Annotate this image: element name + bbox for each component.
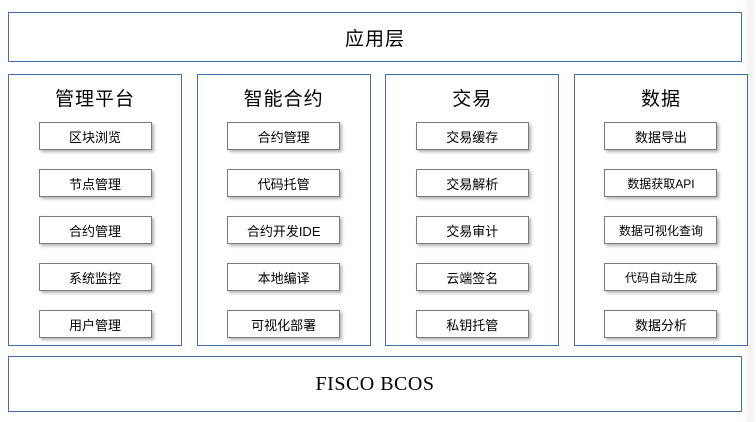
column-title: 管理平台	[54, 89, 135, 110]
column-item-list: 交易缓存 交易解析 交易审计 云端签名 私钥托管	[386, 122, 558, 338]
module-box[interactable]: 交易解析	[415, 169, 529, 197]
module-box[interactable]: 合约管理	[38, 216, 152, 244]
module-box[interactable]: 本地编译	[227, 263, 341, 291]
module-box[interactable]: 私钥托管	[415, 310, 529, 338]
column-smart-contract: 智能合约 合约管理 代码托管 合约开发IDE 本地编译 可视化部署	[196, 74, 371, 346]
column-title: 智能合约	[243, 89, 324, 110]
fisco-bcos-band: FISCO BCOS	[8, 356, 742, 412]
column-title: 交易	[452, 89, 493, 110]
module-box[interactable]: 数据导出	[604, 122, 718, 150]
module-box[interactable]: 合约开发IDE	[227, 216, 341, 244]
module-box[interactable]: 系统监控	[38, 263, 152, 291]
module-box[interactable]: 交易审计	[415, 216, 529, 244]
module-box[interactable]: 代码托管	[227, 169, 341, 197]
column-transaction: 交易 交易缓存 交易解析 交易审计 云端签名 私钥托管	[385, 74, 560, 346]
module-columns: 管理平台 区块浏览 节点管理 合约管理 系统监控 用户管理 智能合约 合约管理 …	[8, 74, 748, 346]
module-box[interactable]: 交易缓存	[415, 122, 529, 150]
module-box[interactable]: 云端签名	[415, 263, 529, 291]
module-box[interactable]: 数据可视化查询	[604, 216, 718, 244]
column-management-platform: 管理平台 区块浏览 节点管理 合约管理 系统监控 用户管理	[8, 74, 182, 346]
fisco-bcos-label: FISCO BCOS	[315, 372, 435, 395]
module-box[interactable]: 区块浏览	[38, 122, 152, 150]
module-box[interactable]: 数据分析	[604, 310, 718, 338]
column-title: 数据	[640, 89, 681, 110]
module-box[interactable]: 用户管理	[38, 310, 152, 338]
module-box[interactable]: 可视化部署	[227, 310, 341, 338]
module-box[interactable]: 代码自动生成	[604, 263, 718, 291]
column-item-list: 合约管理 代码托管 合约开发IDE 本地编译 可视化部署	[198, 122, 370, 338]
application-layer-label: 应用层	[344, 28, 405, 50]
column-item-list: 数据导出 数据获取API 数据可视化查询 代码自动生成 数据分析	[575, 122, 747, 338]
module-box[interactable]: 合约管理	[227, 122, 341, 150]
column-data: 数据 数据导出 数据获取API 数据可视化查询 代码自动生成 数据分析	[573, 74, 748, 346]
column-item-list: 区块浏览 节点管理 合约管理 系统监控 用户管理	[9, 122, 181, 338]
module-box[interactable]: 节点管理	[38, 169, 152, 197]
application-layer-band: 应用层	[8, 12, 742, 62]
module-box[interactable]: 数据获取API	[604, 169, 718, 197]
